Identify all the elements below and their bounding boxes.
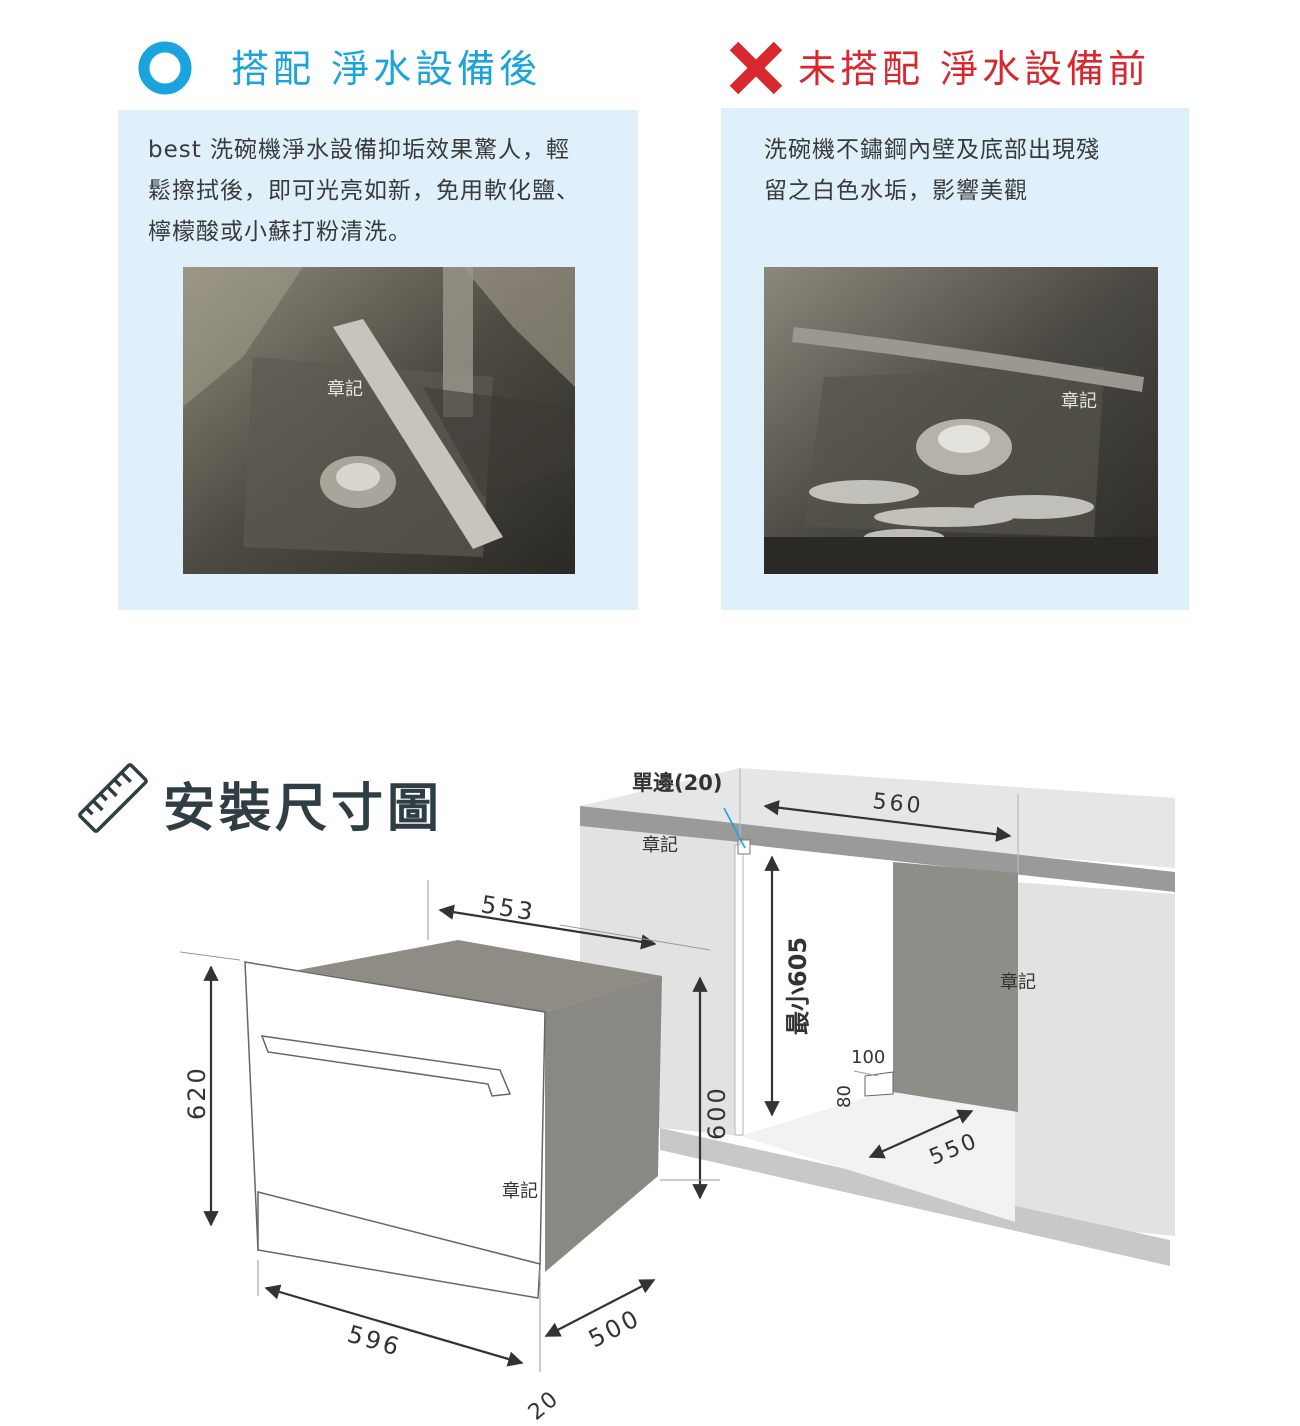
opening-width-label: 560 [871, 789, 924, 819]
side-gap-label: 單邊(20) [632, 771, 722, 795]
machine-height-label: 620 [183, 1065, 211, 1120]
before-panel: 洗碗機不鏽鋼內壁及底部出現殘 留之白色水垢，影響美觀 章記 [721, 108, 1189, 610]
ruler-icon [78, 763, 148, 833]
machine-top-depth-label: 553 [479, 890, 538, 926]
machine-side-height-label: 600 [703, 1085, 731, 1140]
after-description: best 洗碗機淨水設備抑垢效果驚人，輕 鬆擦拭後，即可光亮如新，免用軟化鹽、 … [148, 130, 628, 253]
door-offset-label: 20 [524, 1386, 565, 1426]
cabinet-drawing [580, 768, 1175, 1266]
dishwasher-drawing [244, 940, 662, 1299]
cross-icon [729, 41, 783, 95]
after-photo-watermark: 章記 [327, 379, 363, 400]
cabinet-watermark-top: 章記 [642, 835, 678, 856]
after-desc-line: 檸檬酸或小蘇打粉清洗。 [148, 219, 412, 245]
before-desc-line: 洗碗機不鏽鋼內壁及底部出現殘 [764, 137, 1100, 163]
notch-width-label: 100 [851, 1047, 885, 1068]
after-desc-line: best 洗碗機淨水設備抑垢效果驚人，輕 [148, 137, 571, 163]
before-desc-line: 留之白色水垢，影響美觀 [764, 178, 1028, 204]
after-desc-line: 鬆擦拭後，即可光亮如新，免用軟化鹽、 [148, 178, 580, 204]
install-title: 安裝尺寸圖 [163, 778, 444, 839]
min-height-label: 最小605 [784, 937, 812, 1035]
notch-height-label: 80 [834, 1085, 855, 1108]
before-description: 洗碗機不鏽鋼內壁及底部出現殘 留之白色水垢，影響美觀 [764, 130, 1184, 212]
circle-check-icon [138, 41, 192, 95]
machine-watermark: 章記 [502, 1181, 538, 1202]
before-photo: 章記 [764, 267, 1158, 574]
installation-diagram: 620 553 600 596 500 20 章記 單邊(20) 560 最小6… [179, 768, 1175, 1426]
cabinet-watermark-side: 章記 [1000, 972, 1036, 993]
after-photo: 章記 [183, 267, 575, 574]
after-heading-text: 搭配 淨水設備後 [231, 47, 542, 91]
before-heading-text: 未搭配 淨水設備前 [798, 47, 1151, 91]
before-photo-watermark: 章記 [1061, 391, 1097, 412]
after-panel: best 洗碗機淨水設備抑垢效果驚人，輕 鬆擦拭後，即可光亮如新，免用軟化鹽、 … [118, 110, 638, 610]
